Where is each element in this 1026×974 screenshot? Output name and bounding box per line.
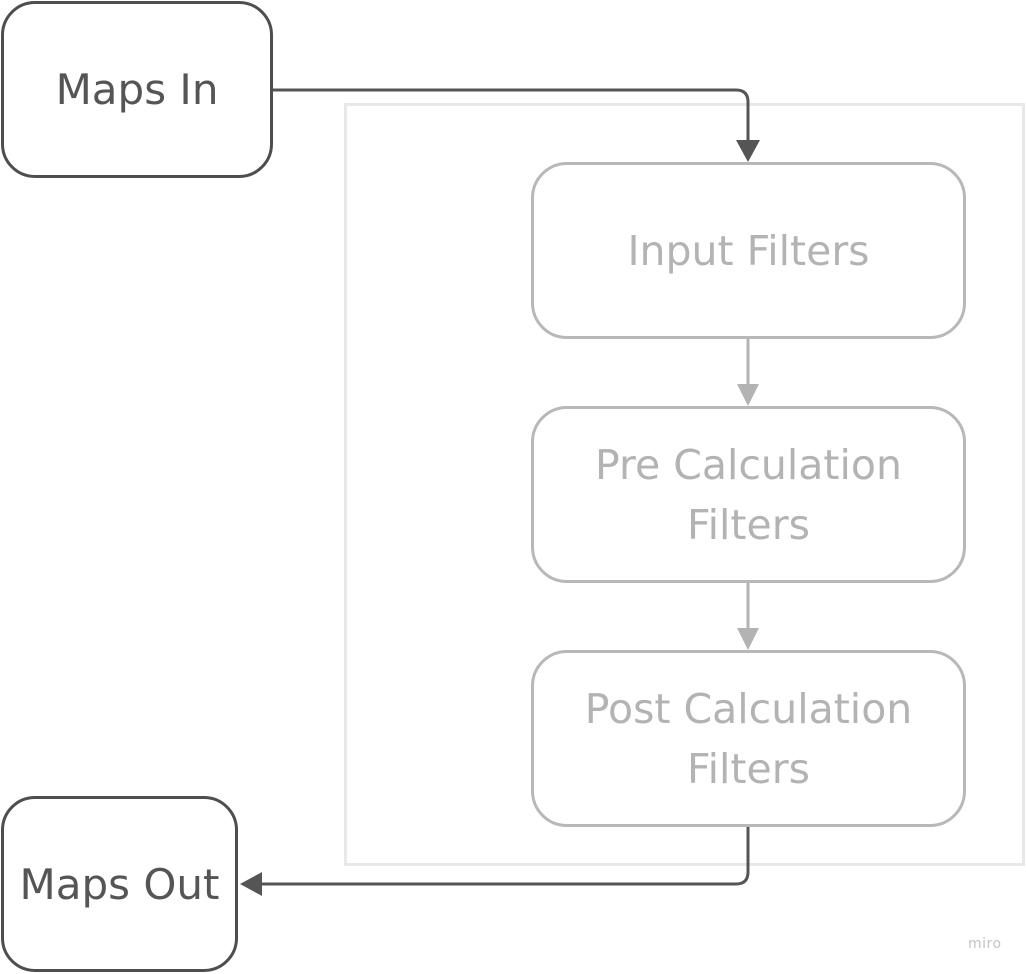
miro-watermark: miro <box>968 936 1002 952</box>
edge-maps-in-to-input-filters <box>273 88 760 162</box>
edge-post-calculation-filters-to-maps-out <box>240 827 750 896</box>
pre-calculation-filters-node[interactable]: Pre Calculation Filters <box>531 406 966 583</box>
maps-in-node[interactable]: Maps In <box>1 1 273 178</box>
pre-calculation-filters-label-line-1: Pre Calculation <box>595 440 902 489</box>
edge-pre-calculation-to-post-calculation-filters <box>737 583 759 650</box>
filter-pipeline-group <box>344 103 1025 866</box>
edge-input-filters-to-pre-calculation-filters <box>737 339 759 406</box>
maps-out-node[interactable]: Maps Out <box>1 796 238 972</box>
maps-out-label: Maps Out <box>19 859 220 909</box>
pre-calculation-filters-label-line-2: Filters <box>687 500 810 549</box>
input-filters-node[interactable]: Input Filters <box>531 162 966 339</box>
post-calculation-filters-node[interactable]: Post Calculation Filters <box>531 650 966 827</box>
post-calculation-filters-label-line-1: Post Calculation <box>584 684 913 733</box>
post-calculation-filters-label-line-2: Filters <box>687 744 810 793</box>
input-filters-label: Input Filters <box>627 226 870 275</box>
maps-in-label: Maps In <box>55 65 219 114</box>
